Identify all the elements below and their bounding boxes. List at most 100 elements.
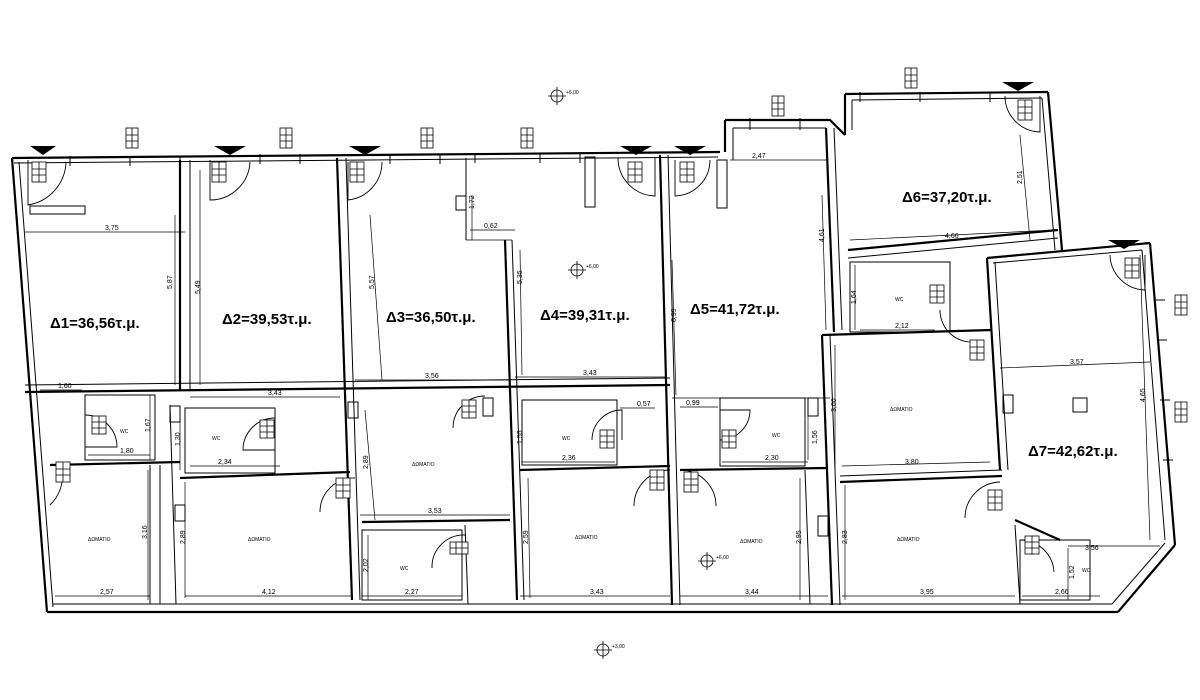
radiator-icon: [91, 415, 107, 435]
dim-label: 2,89: [180, 530, 187, 544]
unit-area-d7: Δ7=42,62τ.μ.: [1028, 443, 1118, 460]
dim-label: 4,66: [945, 233, 959, 240]
dim-label: 2,36: [562, 455, 576, 462]
dim-label: 0,99: [686, 400, 700, 407]
radiator-icon: [1124, 257, 1140, 279]
radiator-icon: [683, 471, 699, 493]
wc-label: WC: [1082, 568, 1091, 574]
dim-label: 3,00: [831, 398, 838, 412]
elevation-markers: +6,00 +6,00 +6,00 +3,00: [548, 87, 729, 659]
unit-area-d3: Δ3=36,50τ.μ.: [386, 309, 476, 326]
room-label: ΔΩΜΑΤΙΟ: [88, 537, 111, 543]
room-label: ΔΩΜΑΤΙΟ: [248, 537, 271, 543]
radiator-icon: [211, 161, 227, 183]
radiator-icons: [31, 67, 1188, 555]
entrance-marker: [214, 146, 246, 155]
dim-label: 3,16: [142, 525, 149, 539]
dim-label: 2,27: [405, 589, 419, 596]
dim-label: 4,12: [262, 589, 276, 596]
room-label: ΔΩΜΑΤΙΟ: [740, 539, 763, 545]
dim-label: 2,89: [363, 455, 370, 469]
wc-label: WC: [562, 436, 571, 442]
dim-label: 1,64: [851, 290, 858, 304]
dim-label: 1,80: [120, 448, 134, 455]
entrance-marker: [1108, 240, 1140, 249]
dim-label: 2,66: [1055, 589, 1069, 596]
dim-label: 0,62: [484, 223, 498, 230]
svg-text:+6,00: +6,00: [586, 264, 599, 270]
wc-label: WC: [895, 297, 904, 303]
dim-label: 3,56: [425, 373, 439, 380]
svg-text:+3,00: +3,00: [612, 644, 625, 650]
entrance-marker: [620, 146, 652, 155]
dimension-labels: 3,75 5,87 1,60 1,80 1,67 3,16 2,57 5,49 …: [58, 153, 1147, 596]
radiator-icon: [627, 161, 643, 183]
radiator-icon: [904, 67, 918, 89]
dim-label: 3,75: [105, 225, 119, 232]
svg-text:+6,00: +6,00: [716, 555, 729, 561]
unit-area-d6: Δ6=37,20τ.μ.: [902, 189, 992, 206]
entrance-marker: [674, 146, 706, 155]
radiator-icon: [1174, 294, 1188, 316]
dim-label: 3,56: [1085, 545, 1099, 552]
radiator-icon: [349, 161, 365, 183]
elevation-marker-top: +6,00: [548, 87, 579, 105]
dim-label: 4,65: [1140, 388, 1147, 402]
dim-label: 3,43: [583, 370, 597, 377]
dim-label: 1,72: [469, 195, 476, 209]
wc-label: WC: [772, 433, 781, 439]
room-label: ΔΩΜΑΤΙΟ: [897, 537, 920, 543]
dim-label: 1,55: [517, 430, 524, 444]
door-swings: [27, 95, 1146, 573]
dim-label: 5,87: [167, 275, 174, 289]
radiator-icon: [520, 127, 534, 149]
entrance-markers: [30, 82, 1140, 249]
wc-label: WC: [212, 436, 221, 442]
entrance-marker: [349, 146, 381, 155]
room-label: ΔΩΜΑΤΙΟ: [412, 462, 435, 468]
dim-label: 3,57: [1070, 359, 1084, 366]
room-labels: WC WC WC WC WC WC WC ΔΩΜΑΤΙΟ ΔΩΜΑΤΙΟ ΔΩΜ…: [88, 297, 1091, 574]
dim-label: 3,95: [920, 589, 934, 596]
dim-label: 5,35: [517, 270, 524, 284]
entrance-marker: [1002, 82, 1034, 91]
dim-label: 1,60: [58, 383, 72, 390]
radiator-icon: [679, 161, 695, 183]
dim-label: 2,12: [895, 323, 909, 330]
dim-label: 3,53: [428, 508, 442, 515]
radiator-icon: [335, 477, 351, 499]
dim-label: 3,44: [745, 589, 759, 596]
wc-label: WC: [400, 566, 409, 572]
dim-label: 2,83: [842, 530, 849, 544]
dim-label: 1,56: [812, 430, 819, 444]
dim-label: 2,02: [363, 558, 370, 572]
unit-area-d2: Δ2=39,53τ.μ.: [222, 311, 312, 328]
radiator-icon: [55, 461, 71, 483]
dim-label: 2,95: [796, 530, 803, 544]
dim-label: 3,43: [590, 589, 604, 596]
dim-label: 1,52: [1069, 565, 1076, 579]
radiator-icon: [31, 161, 47, 183]
entrance-marker: [30, 146, 56, 155]
dim-label: 5,57: [369, 275, 376, 289]
room-label: ΔΩΜΑΤΙΟ: [575, 535, 598, 541]
radiator-icon: [1174, 401, 1188, 423]
radiator-icon: [125, 127, 139, 149]
radiator-icon: [420, 127, 434, 149]
dim-label: 2,30: [765, 455, 779, 462]
radiator-icon: [1017, 99, 1033, 121]
window-marks: [69, 92, 1173, 461]
dim-label: 4,61: [819, 228, 826, 242]
unit-area-d5: Δ5=41,72τ.μ.: [690, 301, 780, 318]
dim-label: 2,57: [100, 589, 114, 596]
partition-walls: [24, 127, 1091, 606]
elevation-marker-d5: +6,00: [698, 552, 729, 570]
dim-label: 6,99: [671, 308, 678, 322]
unit-area-labels: Δ1=36,56τ.μ. Δ2=39,53τ.μ. Δ3=36,50τ.μ. Δ…: [50, 189, 1118, 460]
dim-label: 3,80: [905, 459, 919, 466]
dim-label: 2,51: [1017, 170, 1024, 184]
wc-label: WC: [120, 429, 129, 435]
dim-label: 2,47: [752, 153, 766, 160]
radiator-icon: [771, 95, 785, 117]
